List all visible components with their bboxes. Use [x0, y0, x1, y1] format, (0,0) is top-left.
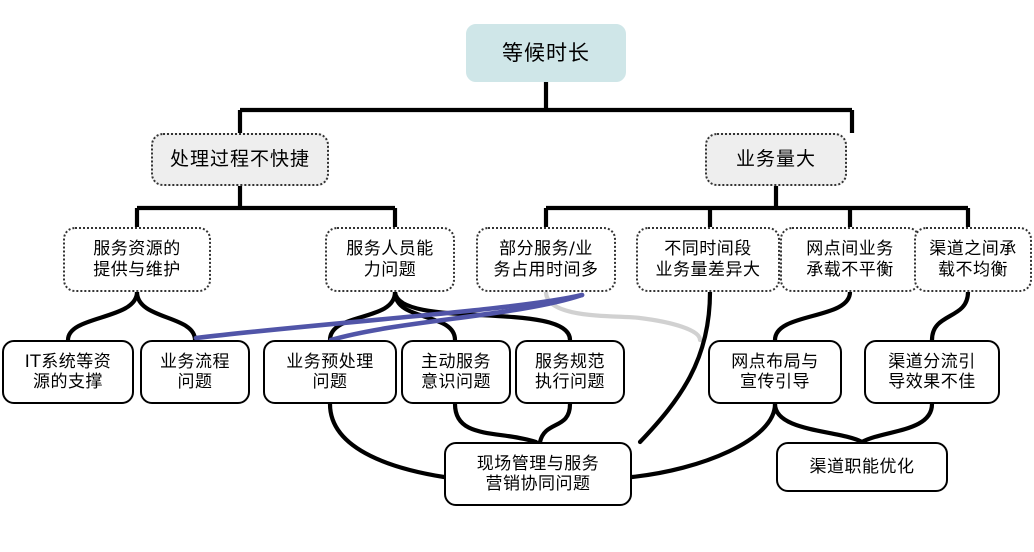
node-service-standard-execution-label: 服务规范 执行问题	[535, 351, 605, 392]
edge-leaf6-leaf9	[772, 401, 865, 445]
edge-l3a-leaf1	[65, 289, 140, 343]
node-channel-function-optimization-label: 渠道职能优化	[809, 456, 915, 477]
node-service-standard-execution[interactable]: 服务规范 执行问题	[515, 340, 625, 404]
cross-link-to-leaf3	[328, 292, 585, 343]
node-processing-not-fast-label: 处理过程不快捷	[169, 148, 310, 171]
node-pre-processing-issue[interactable]: 业务预处理 问题	[263, 340, 397, 404]
edge-leaf6-leaf8	[629, 401, 778, 480]
node-staff-capability[interactable]: 服务人员能 力问题	[325, 227, 455, 292]
orthogonal-connectors	[134, 82, 971, 227]
node-channel-function-optimization[interactable]: 渠道职能优化	[776, 442, 948, 492]
node-proactive-service-awareness[interactable]: 主动服务 意识问题	[401, 340, 511, 404]
node-service-resource-supply-label: 服务资源的 提供与维护	[93, 239, 181, 280]
edge-leaf4-leaf8	[452, 401, 539, 445]
edge-l3f-leaf7	[929, 289, 971, 343]
node-pre-processing-issue-label: 业务预处理 问题	[286, 351, 374, 392]
node-channel-load-imbalance-label: 渠道之间承 载不均衡	[929, 239, 1017, 280]
edge-l3b-leaf3	[327, 289, 398, 343]
edge-l3d-leaf8	[637, 289, 713, 445]
node-staff-capability-label: 服务人员能 力问题	[346, 239, 434, 280]
edge-leaf3-leaf8	[327, 401, 447, 480]
node-business-process-issue-label: 业务流程 问题	[160, 351, 230, 392]
edge-leaf5-leaf8	[537, 401, 573, 445]
node-service-time-consuming[interactable]: 部分服务/业 务占用时间多	[476, 227, 616, 292]
node-it-system-support[interactable]: IT系统等资 源的支撑	[2, 340, 134, 404]
node-high-volume[interactable]: 业务量大	[705, 133, 847, 186]
node-high-volume-label: 业务量大	[735, 148, 816, 171]
node-root-label: 等候时长	[502, 40, 590, 65]
node-channel-diversion-ineffective-label: 渠道分流引 导效果不佳	[888, 351, 976, 392]
edge-l3a-leaf2	[134, 289, 198, 343]
node-service-resource-supply[interactable]: 服务资源的 提供与维护	[63, 227, 211, 292]
node-time-period-variance[interactable]: 不同时间段 业务量差异大	[636, 227, 780, 292]
node-business-process-issue[interactable]: 业务流程 问题	[140, 340, 250, 404]
cross-link-connectors	[193, 292, 585, 343]
cross-link-to-leaf2	[193, 292, 585, 341]
node-branch-load-imbalance-label: 网点间业务 承载不平衡	[806, 239, 894, 280]
node-branch-layout-promotion-label: 网点布局与 宣传引导	[731, 351, 819, 392]
node-onsite-management-marketing[interactable]: 现场管理与服务 营销协同问题	[444, 442, 632, 506]
node-branch-layout-promotion[interactable]: 网点布局与 宣传引导	[708, 340, 842, 404]
node-branch-load-imbalance[interactable]: 网点间业务 承载不平衡	[780, 227, 920, 292]
node-onsite-management-marketing-label: 现场管理与服务 营销协同问题	[476, 453, 600, 494]
node-service-time-consuming-label: 部分服务/业 务占用时间多	[493, 239, 599, 280]
node-time-period-variance-label: 不同时间段 业务量差异大	[655, 239, 761, 280]
node-channel-diversion-ineffective[interactable]: 渠道分流引 导效果不佳	[864, 340, 1000, 404]
node-root[interactable]: 等候时长	[466, 24, 626, 82]
edge-l3e-leaf6	[772, 289, 853, 343]
node-processing-not-fast[interactable]: 处理过程不快捷	[151, 133, 329, 186]
node-proactive-service-awareness-label: 主动服务 意识问题	[421, 351, 491, 392]
edge-l3c-leaf5	[543, 289, 703, 343]
node-channel-load-imbalance[interactable]: 渠道之间承 载不均衡	[914, 227, 1032, 292]
edge-leaf7-leaf9	[859, 401, 935, 445]
node-it-system-support-label: IT系统等资 源的支撑	[24, 351, 112, 392]
